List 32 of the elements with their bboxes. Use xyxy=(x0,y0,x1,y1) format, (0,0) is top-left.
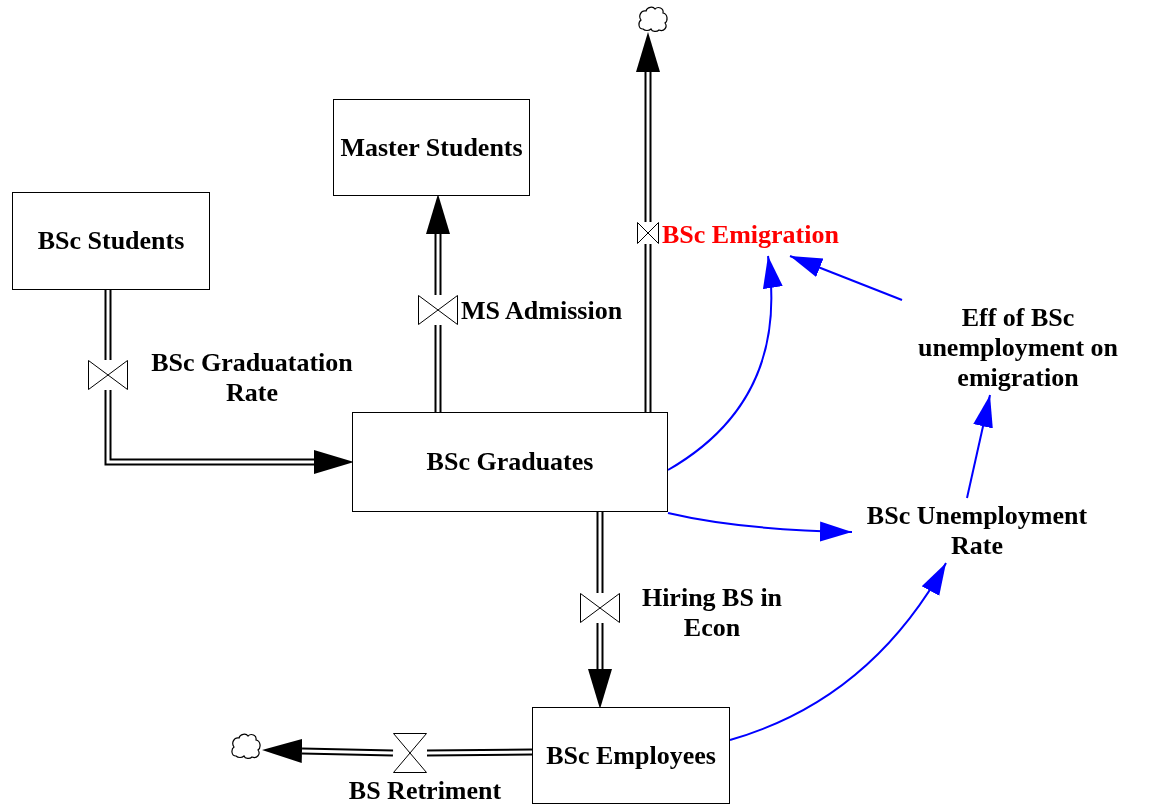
flow-pipe xyxy=(636,32,660,222)
flow-pipe xyxy=(588,623,612,709)
flow-label: BSc Graduatation Rate xyxy=(150,348,354,408)
flow-label: BS Retriment xyxy=(347,776,503,806)
link-arrow xyxy=(667,255,782,471)
stock-box xyxy=(532,707,730,804)
flow-label: Hiring BS in Econ xyxy=(640,583,784,643)
link-arrow xyxy=(729,562,947,741)
flow-pipe xyxy=(434,325,442,412)
flow-pipe xyxy=(596,512,604,593)
stock-label: BSc Employees xyxy=(546,740,716,771)
stock-box xyxy=(352,412,668,512)
variable-label: Eff of BSc unemployment on emigration xyxy=(888,300,1148,395)
flow-pipe xyxy=(104,290,112,360)
flow-pipe xyxy=(104,390,354,474)
flow-pipe xyxy=(426,748,533,757)
stock-box xyxy=(333,99,530,196)
stock-label: BSc Students xyxy=(37,226,185,256)
link-arrow xyxy=(789,255,903,301)
flow-pipe xyxy=(426,194,450,295)
flow-label: BSc Emigration xyxy=(662,220,840,250)
flow-pipe xyxy=(262,738,394,763)
link-arrow xyxy=(667,512,853,542)
flow-label: MS Admission xyxy=(461,296,624,326)
flow-pipe xyxy=(644,244,652,412)
stock-label: BSc Graduates xyxy=(426,447,594,477)
cloud-icon xyxy=(637,4,669,34)
stock-box xyxy=(12,192,210,290)
cloud-icon xyxy=(228,732,264,760)
stock-label: Master Students xyxy=(340,132,523,163)
link-arrow xyxy=(966,394,993,499)
variable-label: BSc Unemployment Rate xyxy=(852,498,1102,563)
